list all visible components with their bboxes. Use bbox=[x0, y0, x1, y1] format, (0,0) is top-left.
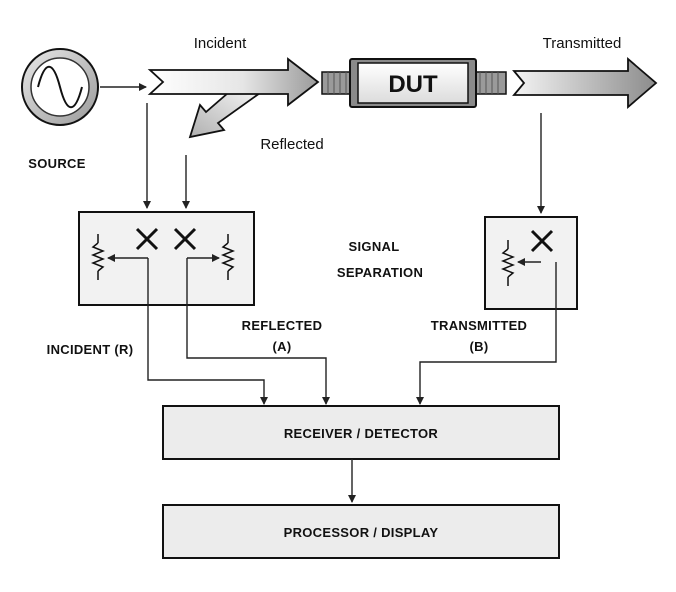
dut-device bbox=[321, 58, 507, 108]
reflected-a-route bbox=[186, 258, 330, 405]
source-generator bbox=[21, 48, 99, 126]
resistor-icon bbox=[90, 234, 106, 280]
reference-coupler-box bbox=[78, 211, 255, 306]
coupler-cross-icon bbox=[173, 227, 197, 251]
transmitted-b-label: (B) bbox=[470, 339, 489, 354]
transmitted-label: Transmitted bbox=[543, 35, 622, 52]
reflected-channel-label: REFLECTED bbox=[242, 318, 323, 333]
coupler-cross-icon bbox=[135, 227, 159, 251]
transmitted-channel-label: TRANSMITTED bbox=[431, 318, 527, 333]
reflected-a-label: (A) bbox=[273, 339, 292, 354]
sine-wave-icon bbox=[37, 65, 83, 109]
signal-separation-label-line1: SIGNAL bbox=[349, 239, 400, 254]
incident-r-label: INCIDENT (R) bbox=[47, 342, 134, 357]
receiver-detector-box bbox=[162, 405, 560, 460]
processor-display-label: PROCESSOR / DISPLAY bbox=[284, 525, 439, 540]
source-label: SOURCE bbox=[28, 156, 85, 171]
signal-separation-label-line2: SEPARATION bbox=[337, 265, 423, 280]
reflected-arrow bbox=[188, 92, 263, 139]
resistor-icon bbox=[500, 240, 516, 286]
coupler-cross-icon bbox=[530, 229, 554, 253]
processor-display-box bbox=[162, 504, 560, 559]
transmitted-b-route bbox=[416, 262, 557, 405]
reflected-label: Reflected bbox=[260, 136, 323, 153]
transmitted-arrow bbox=[512, 57, 658, 109]
resistor-icon bbox=[220, 234, 236, 280]
dut-label: DUT bbox=[388, 71, 438, 98]
incident-r-route bbox=[147, 258, 268, 405]
receiver-detector-label: RECEIVER / DETECTOR bbox=[284, 426, 439, 441]
transmission-coupler-box bbox=[484, 216, 578, 310]
incident-arrow bbox=[147, 57, 320, 107]
incident-label: Incident bbox=[194, 35, 247, 52]
